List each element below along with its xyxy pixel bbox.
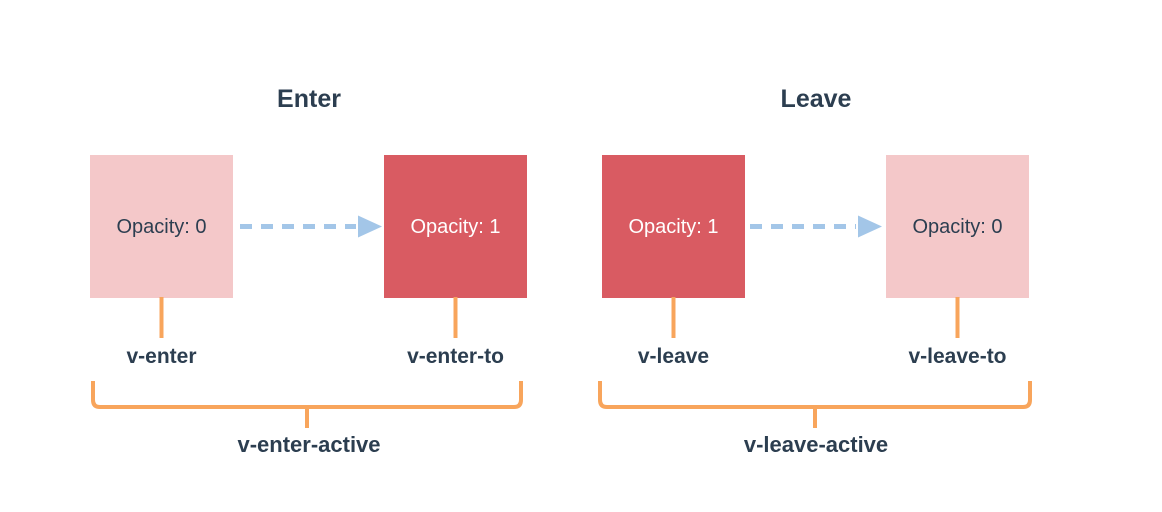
leave-start-box: Opacity: 1 bbox=[602, 155, 745, 298]
leave-active-bracket bbox=[598, 381, 1032, 428]
leave-to-state-class-label: v-leave-to bbox=[908, 345, 1007, 368]
leave-end-box: Opacity: 0 bbox=[886, 155, 1029, 298]
leave-transition-arrow bbox=[750, 215, 882, 238]
leave-arrow-head-icon bbox=[858, 215, 882, 238]
enter-arrow-head-icon bbox=[358, 215, 382, 238]
enter-end-box: Opacity: 1 bbox=[384, 155, 527, 298]
enter-start-box-label: Opacity: 0 bbox=[116, 215, 207, 238]
enter-active-bracket bbox=[91, 381, 523, 428]
leave-bracket-path bbox=[598, 381, 1032, 409]
enter-bracket-path bbox=[91, 381, 523, 409]
leave-state-class-label: v-leave bbox=[637, 345, 710, 368]
leave-section-title: Leave bbox=[780, 85, 852, 113]
enter-end-box-label: Opacity: 1 bbox=[410, 215, 501, 238]
enter-section-title: Enter bbox=[277, 85, 341, 113]
leave-end-box-label: Opacity: 0 bbox=[912, 215, 1003, 238]
enter-to-state-class-label: v-enter-to bbox=[407, 345, 504, 368]
leave-start-box-label: Opacity: 1 bbox=[628, 215, 719, 238]
enter-state-class-label: v-enter bbox=[126, 345, 197, 368]
enter-active-class-label: v-enter-active bbox=[237, 432, 381, 457]
enter-transition-arrow bbox=[240, 215, 382, 238]
enter-start-box: Opacity: 0 bbox=[90, 155, 233, 298]
leave-active-class-label: v-leave-active bbox=[743, 432, 889, 457]
